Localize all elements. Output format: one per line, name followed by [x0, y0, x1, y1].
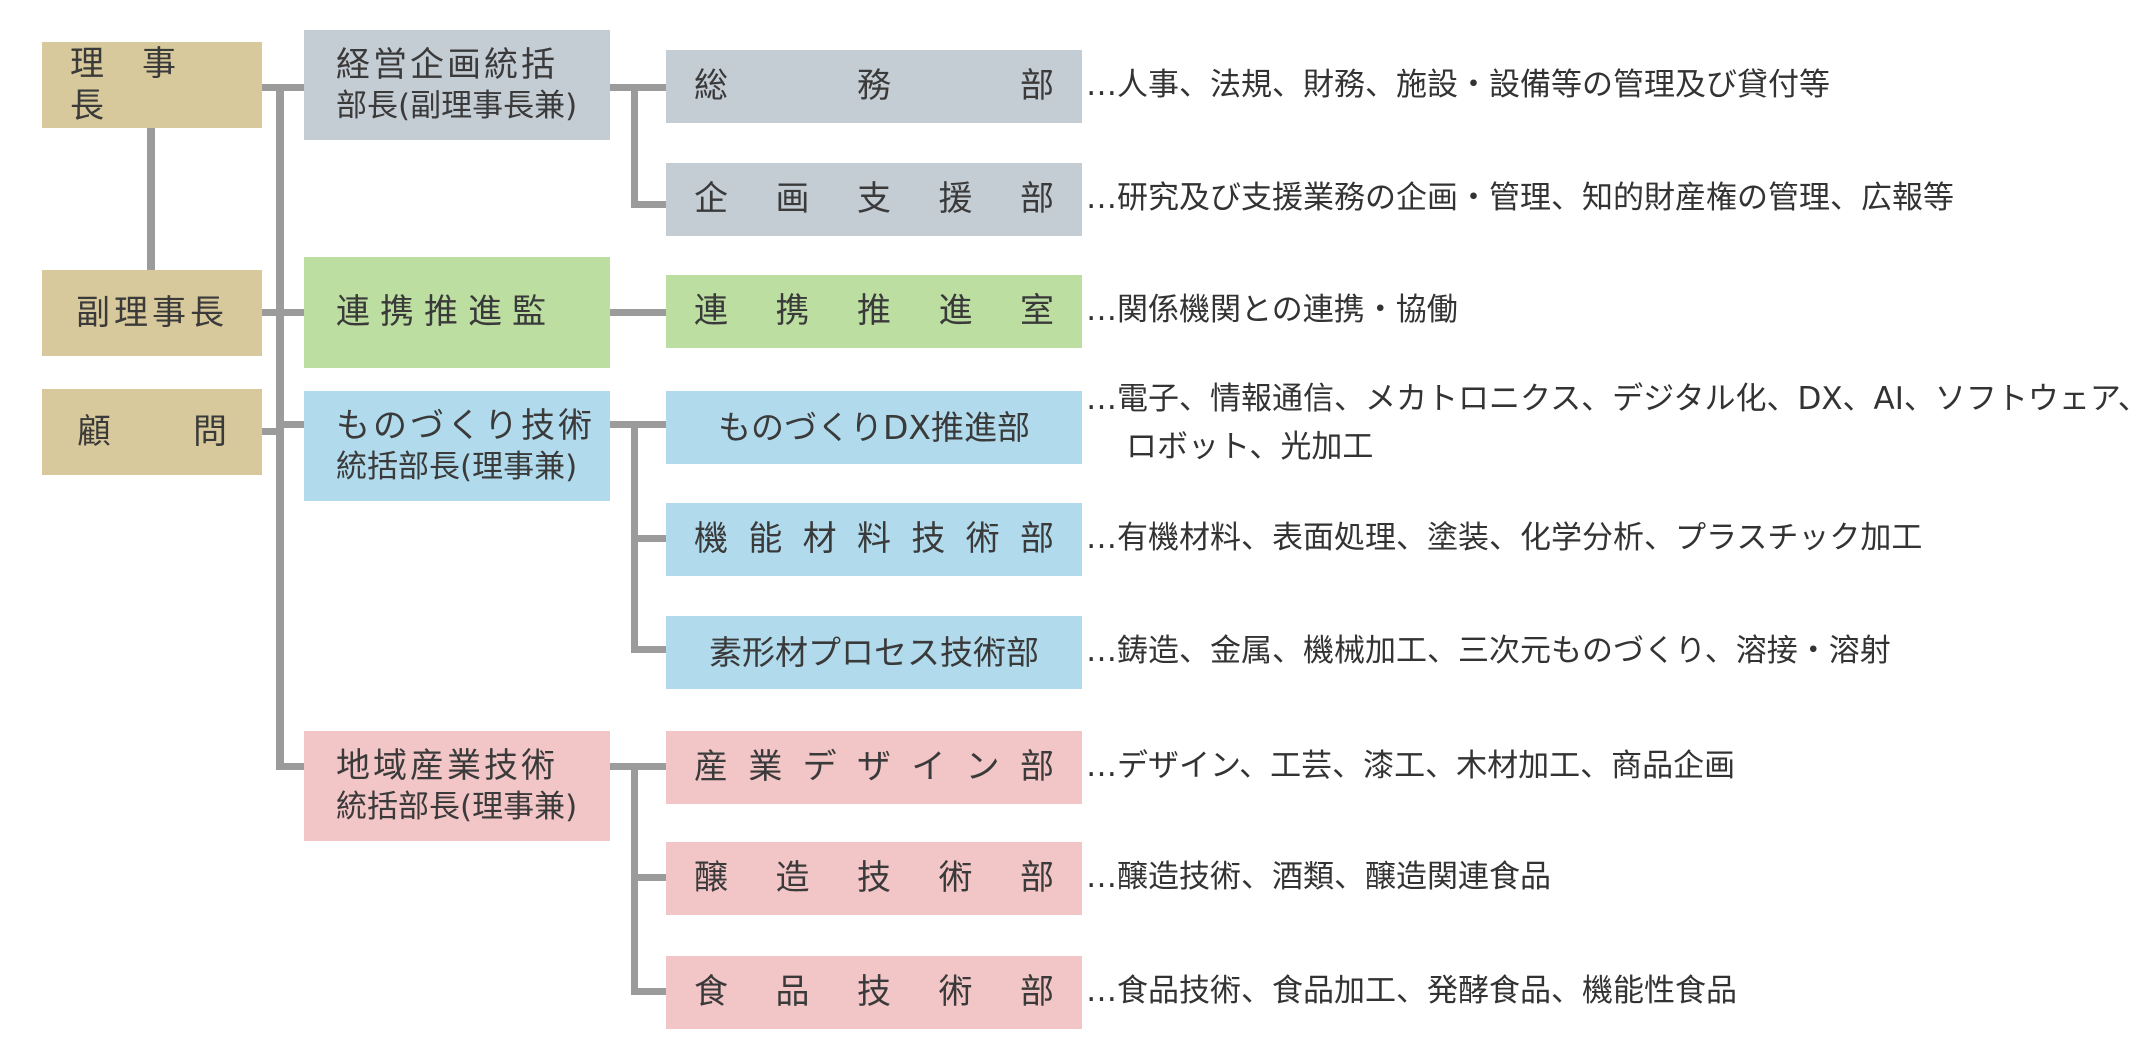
dept-label-char: 連 [694, 291, 728, 332]
desc-functional-materials: …有機材料、表面処理、塗装、化学分析、プラスチック加工 [1086, 520, 1923, 556]
dept-label-char: 援 [938, 179, 973, 220]
desc-materials-process: …鋳造、金属、機械加工、三次元ものづくり、溶接・溶射 [1086, 633, 1891, 669]
planning-division-box: 経営企画統括 部長(副理事長兼) [304, 30, 610, 140]
dept-label-char: 醸 [694, 858, 728, 899]
dept-label-char: 推 [857, 291, 891, 332]
connector-regional-group [610, 763, 666, 770]
dept-label-char: 能 [748, 519, 783, 560]
dept-label-char: 材 [802, 519, 837, 560]
vice-chairman-label: 副理事長 [76, 292, 228, 333]
dept-label-char: 部 [1020, 972, 1054, 1013]
dept-label-char: 術 [965, 519, 1000, 560]
dept-functional-materials: 機能材料技術部 [666, 503, 1082, 576]
liaison-director-box: 連携推進監 [304, 257, 610, 368]
connector-spine-liaison [276, 309, 304, 316]
connector-planning-support [631, 201, 666, 208]
dept-label-char: 室 [1020, 291, 1054, 332]
advisor-box: 顧問 [42, 389, 262, 475]
desc-monozukuri-dx-line1: …電子、情報通信、メカトロニクス、デジタル化、DX、AI、ソフトウェア、 [1086, 381, 2149, 417]
connector-spine-regional [276, 763, 304, 770]
dept-label-char: 部 [1020, 858, 1054, 899]
desc-liaison-office: …関係機関との連携・協働 [1086, 292, 1458, 328]
connector-brewing [631, 874, 666, 881]
connector-planning-group [610, 84, 666, 91]
dept-label-char: 造 [775, 858, 810, 899]
monozukuri-division-box: ものづくり技術 統括部長(理事兼) [304, 391, 610, 501]
dept-brewing: 醸造技術部 [666, 842, 1082, 915]
dept-industrial-design: 産業デザイン部 [666, 731, 1082, 804]
dept-label-char: 部 [1020, 179, 1054, 220]
liaison-director-label: 連携推進監 [336, 292, 556, 333]
dept-label-char: 品 [775, 972, 810, 1013]
vice-chairman-box: 副理事長 [42, 270, 262, 356]
connector-functional-materials [631, 535, 666, 542]
dept-label-char: ザ [856, 747, 891, 788]
dept-general-affairs: 総務部 [666, 50, 1082, 123]
dept-label-char: 技 [911, 519, 946, 560]
connector-monozukuri-group [610, 421, 666, 428]
dept-label-char: 技 [857, 858, 891, 899]
dept-planning-support: 企画支援部 [666, 163, 1082, 236]
dept-label-char: 務 [857, 66, 891, 107]
desc-brewing: …醸造技術、酒類、醸造関連食品 [1086, 859, 1551, 895]
planning-division-title: 経営企画統括 [336, 45, 558, 86]
dept-label-char: 総 [694, 66, 728, 107]
dept-label-char: イ [911, 747, 946, 788]
desc-monozukuri-dx-line2: ロボット、光加工 [1126, 429, 1374, 465]
connector-chairman-vice [147, 128, 155, 270]
dept-food: 食品技術部 [666, 956, 1082, 1029]
desc-industrial-design: …デザイン、工芸、漆工、木材加工、商品企画 [1086, 748, 1736, 784]
connector-spine-planning [276, 84, 304, 91]
connector-liaison-office [610, 309, 666, 316]
monozukuri-division-subtitle: 統括部長(理事兼) [336, 448, 578, 485]
regional-division-subtitle: 統括部長(理事兼) [336, 788, 578, 825]
dept-label-char: 料 [856, 519, 891, 560]
monozukuri-division-title: ものづくり技術 [336, 406, 595, 447]
connector-vice-spine [262, 309, 284, 316]
dept-materials-process-label: 素形材プロセス技術部 [709, 632, 1039, 672]
desc-food: …食品技術、食品加工、発酵食品、機能性食品 [1086, 973, 1737, 1009]
dept-label-char: 部 [1020, 66, 1054, 107]
dept-label-char: 支 [857, 179, 891, 220]
dept-label-char: 機 [694, 519, 728, 560]
dept-liaison-office: 連携推進室 [666, 275, 1082, 348]
connector-food [631, 988, 666, 995]
dept-label-char: デ [802, 747, 837, 788]
connector-materials-process [631, 646, 666, 653]
dept-label-char: ン [965, 747, 1000, 788]
regional-division-title: 地域産業技術 [336, 746, 558, 787]
dept-label-char: 進 [938, 291, 973, 332]
dept-label-char: 携 [775, 291, 810, 332]
dept-label-char: 部 [1019, 519, 1054, 560]
chairman-box: 理事長 [42, 42, 262, 128]
chairman-label: 理事長 [70, 43, 214, 127]
dept-label-char: 食 [694, 972, 728, 1013]
dept-label-char: 術 [938, 858, 973, 899]
connector-advisor-spine [262, 428, 284, 435]
dept-label-char: 産 [694, 747, 728, 788]
planning-division-subtitle: 部長(副理事長兼) [336, 87, 578, 124]
connector-planning-vertical [631, 84, 638, 208]
dept-label-char: 画 [775, 179, 810, 220]
dept-label-char: 部 [1019, 747, 1054, 788]
dept-monozukuri-dx: ものづくりDX推進部 [666, 391, 1082, 464]
dept-monozukuri-dx-label: ものづくりDX推進部 [717, 407, 1031, 447]
dept-label-char: 術 [938, 972, 973, 1013]
dept-label-char: 技 [857, 972, 891, 1013]
desc-planning-support: …研究及び支援業務の企画・管理、知的財産権の管理、広報等 [1086, 180, 1954, 216]
advisor-label: 顧問 [77, 411, 309, 452]
desc-general-affairs: …人事、法規、財務、施設・設備等の管理及び貸付等 [1086, 67, 1830, 103]
connector-chairman-spine [262, 84, 284, 91]
dept-label-char: 業 [748, 747, 783, 788]
dept-label-char: 企 [694, 179, 728, 220]
dept-materials-process: 素形材プロセス技術部 [666, 616, 1082, 689]
regional-division-box: 地域産業技術 統括部長(理事兼) [304, 731, 610, 841]
connector-spine-monozukuri [276, 421, 304, 428]
